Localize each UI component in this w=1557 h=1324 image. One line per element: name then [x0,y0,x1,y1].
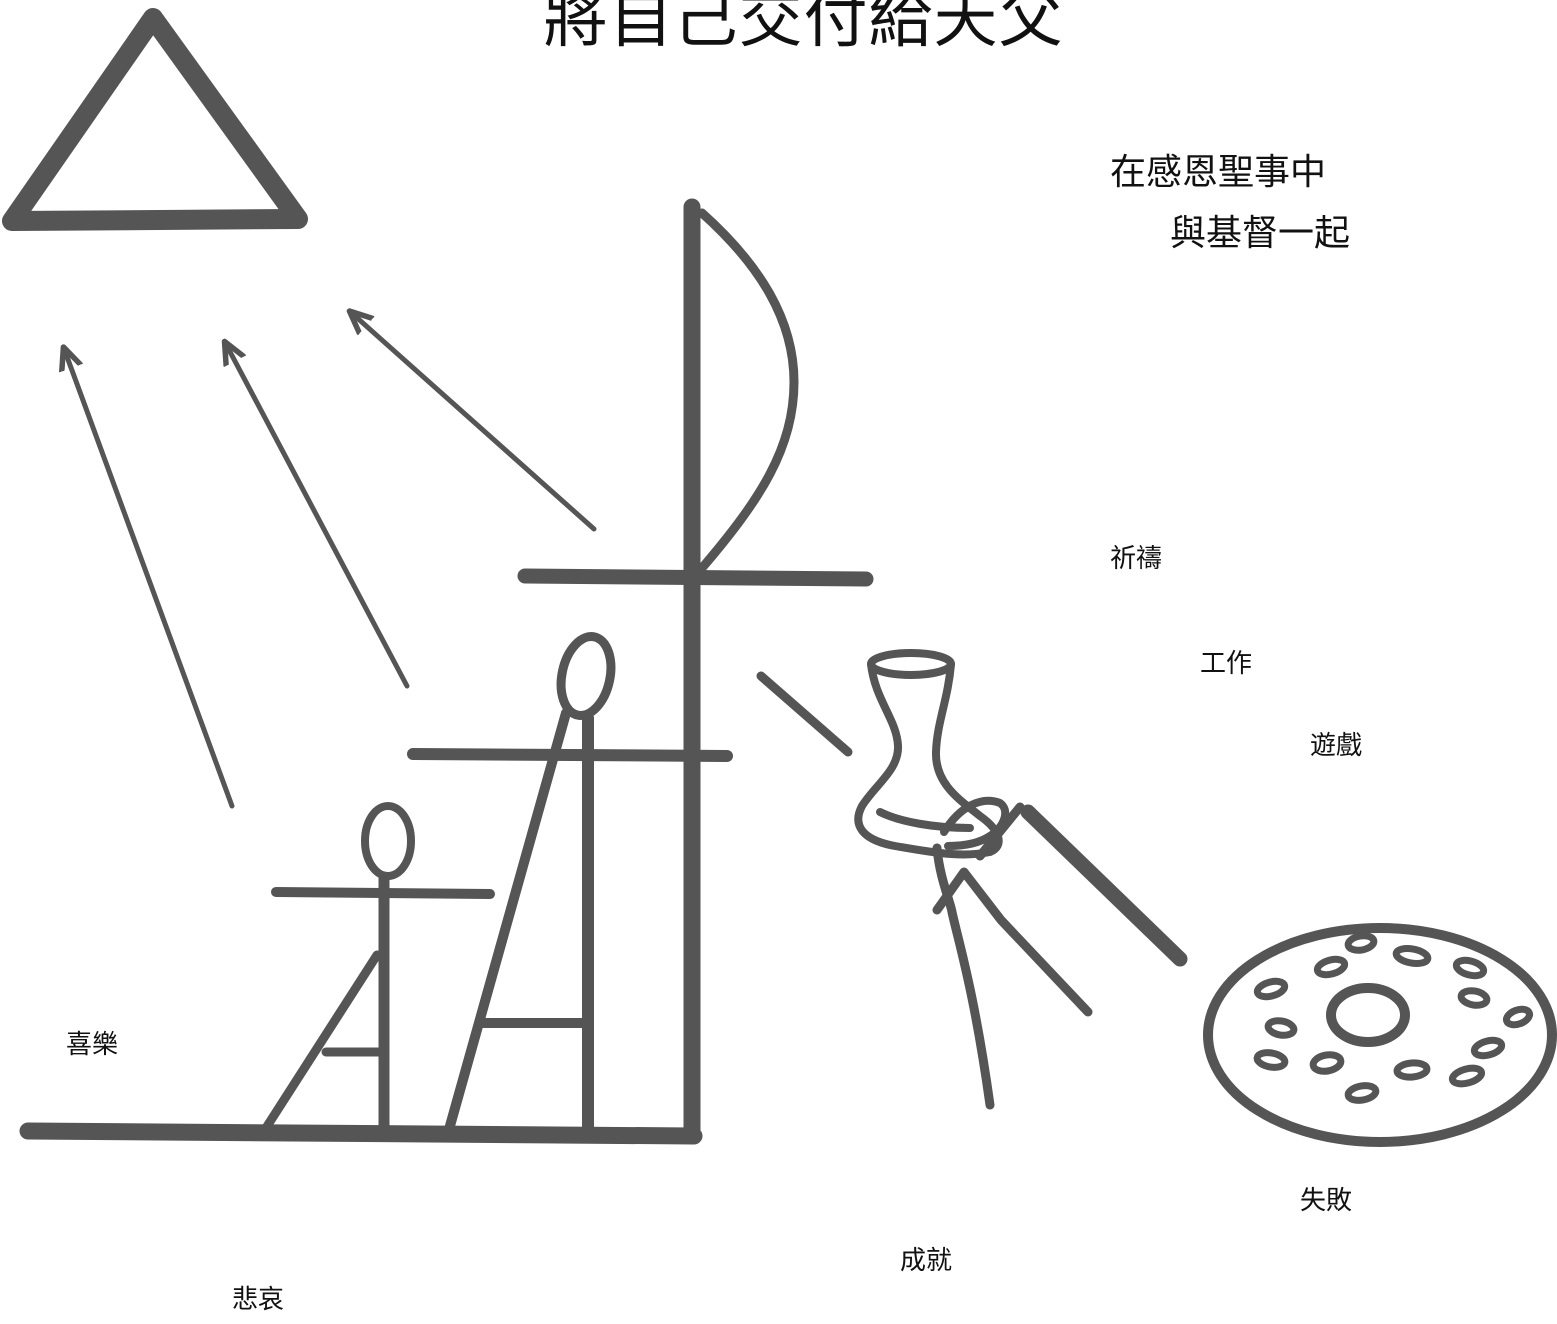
label-prayer: 祈禱 [1110,544,1163,574]
label-joy: 喜樂 [66,1030,119,1060]
label-work: 工作 [1200,649,1253,679]
arrow-icon [228,348,410,689]
figure-icon [556,632,616,720]
bow-icon [697,208,799,573]
subtitle-line-1: 在感恩聖事中 [1110,152,1327,193]
cross-bar [517,568,874,587]
hand-icon [940,796,1010,850]
arrow-icon [66,354,235,809]
paten-icon [1203,923,1557,1147]
triangle-icon [2,8,308,231]
cross-lower-bar [407,748,733,762]
label-failure: 失敗 [1300,1186,1353,1216]
label-play: 遊戲 [1310,731,1363,761]
page-title: 將自己交付給天父 [543,0,1064,57]
figure-icon [361,802,415,880]
label-success: 成就 [900,1246,953,1276]
ground-line [19,1122,703,1145]
arrow-icon [355,316,597,532]
diagonal-stroke [756,671,853,757]
label-sorrow: 悲哀 [232,1285,285,1315]
subtitle-line-2: 與基督一起 [1170,213,1351,254]
chalice-icon [867,649,955,679]
